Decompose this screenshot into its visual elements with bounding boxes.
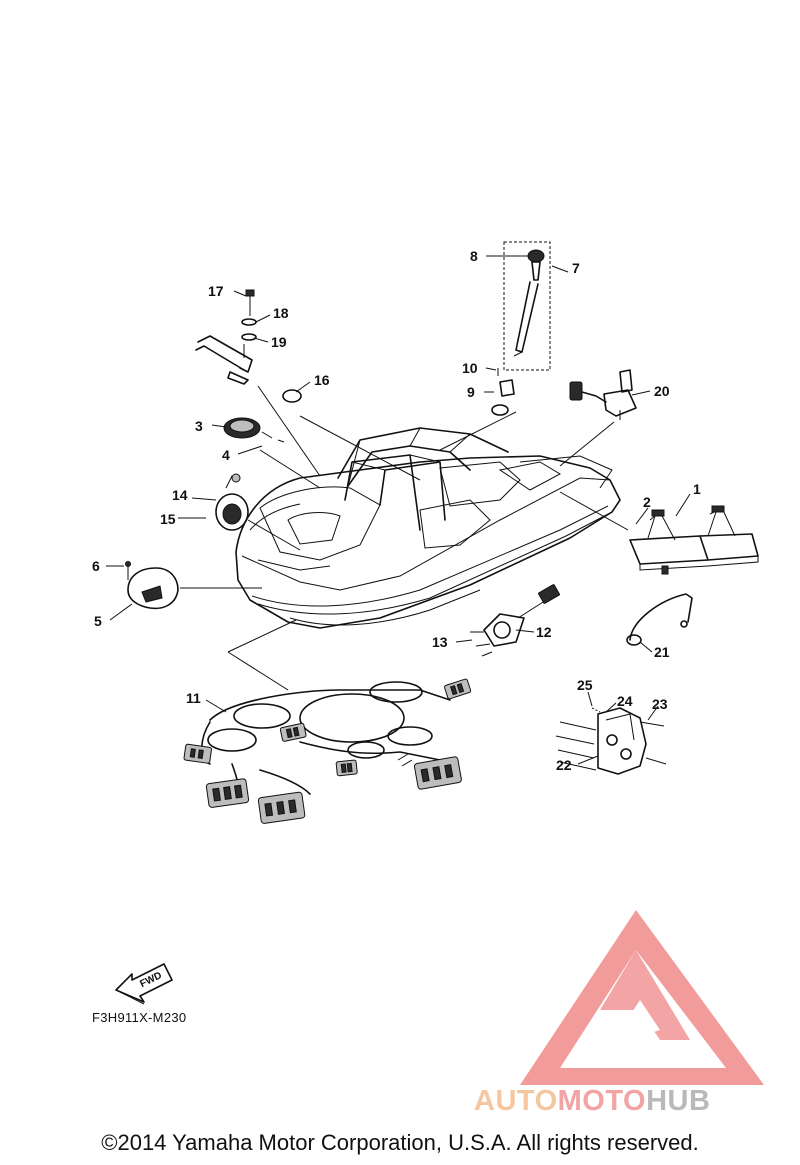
part-5-nav-light	[125, 561, 179, 610]
watermark-text-moto: MOTO	[557, 1085, 647, 1117]
callout-16: 16	[314, 372, 330, 388]
part-7-pole-assembly	[503, 241, 551, 371]
copyright-notice: ©2014 Yamaha Motor Corporation, U.S.A. A…	[101, 1130, 699, 1155]
diagram-reference-code: F3H911X-M230	[92, 1010, 187, 1025]
callout-23: 23	[652, 696, 668, 712]
callout-9: 9	[467, 384, 475, 400]
callout-12: 12	[536, 624, 552, 640]
fwd-direction-arrow: FWD	[115, 963, 173, 1005]
callout-15: 15	[160, 511, 176, 527]
callout-13: 13	[432, 634, 448, 650]
callout-1: 1	[693, 481, 701, 497]
part-22-bracket-assembly	[555, 707, 667, 775]
watermark-text-hub: HUB	[646, 1085, 711, 1117]
watermark-logo	[520, 910, 764, 1085]
watermark-text-auto: AUTO	[474, 1085, 558, 1117]
callout-20: 20	[654, 383, 670, 399]
callout-2: 2	[643, 494, 651, 510]
leader-lines	[106, 255, 691, 765]
part-14-speaker	[215, 473, 249, 531]
callout-14: 14	[172, 487, 188, 503]
callout-18: 18	[273, 305, 289, 321]
boat-hull-drawing	[235, 427, 621, 629]
callout-22: 22	[556, 757, 572, 773]
callout-24: 24	[617, 693, 633, 709]
callout-10: 10	[462, 360, 478, 376]
callout-8: 8	[470, 248, 478, 264]
callout-7: 7	[572, 260, 580, 276]
part-3-vent-cover	[223, 417, 285, 443]
callout-11: 11	[186, 690, 201, 706]
callout-6: 6	[92, 558, 100, 574]
part-11-wire-harness	[183, 678, 472, 824]
part-20-sensor	[569, 369, 637, 420]
callout-21: 21	[654, 644, 670, 660]
fwd-label: FWD	[138, 970, 163, 990]
callout-5: 5	[94, 613, 102, 629]
callout-labels: 1 2 3 4 5 6 7 8 9 10 11 12 13 14 15 16 1…	[92, 248, 701, 773]
part-21-cable	[626, 593, 693, 646]
callout-17: 17	[208, 283, 224, 299]
callout-4: 4	[222, 447, 230, 463]
callout-25: 25	[577, 677, 593, 693]
part-12-mount-plate	[470, 584, 560, 657]
callout-3: 3	[195, 418, 203, 434]
callout-19: 19	[271, 334, 287, 350]
watermark-wordmark: AUTOMOTOHUB	[474, 1085, 710, 1118]
part-1-step-brackets	[629, 505, 759, 575]
part-9-fitting	[491, 368, 515, 416]
